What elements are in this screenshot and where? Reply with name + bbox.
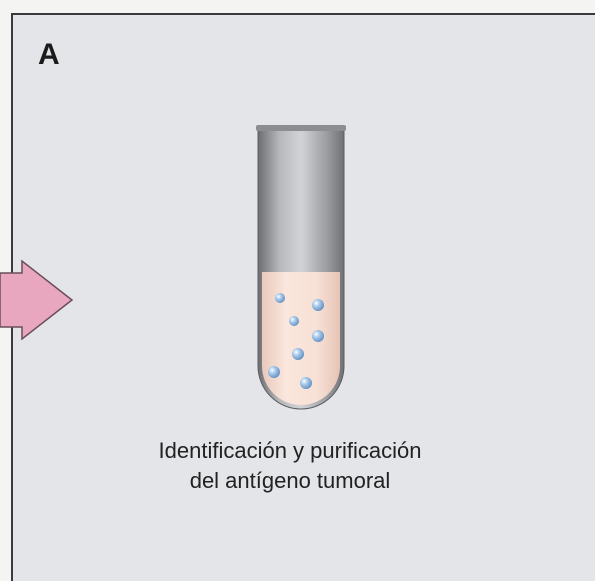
particle [312, 299, 324, 311]
particle [275, 293, 285, 303]
particle [312, 330, 324, 342]
antigen-particles [268, 293, 324, 389]
particle [292, 348, 304, 360]
particle [289, 316, 299, 326]
caption: Identificación y purificación del antíge… [90, 436, 490, 496]
panel-letter: A [38, 38, 60, 71]
particle [300, 377, 312, 389]
particle [268, 366, 280, 378]
tube-rim [256, 125, 346, 131]
caption-line-2: del antígeno tumoral [189, 468, 391, 493]
caption-line-1: Identificación y purificación [158, 438, 422, 463]
